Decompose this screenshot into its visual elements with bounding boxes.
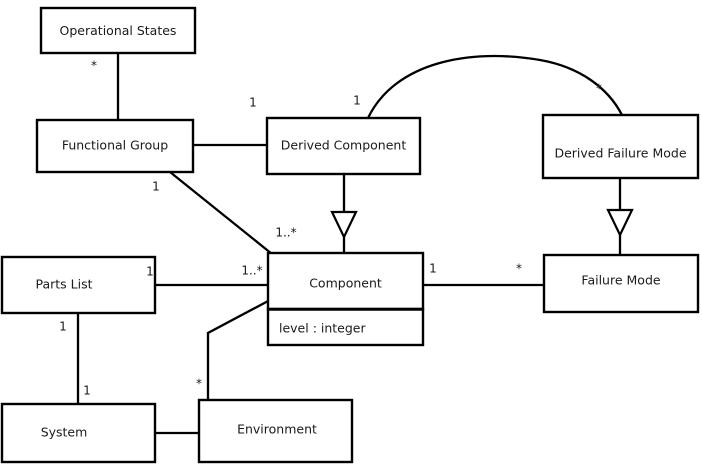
multiplicity-functional-group-one: 1 bbox=[152, 180, 160, 194]
class-rect-operational-states bbox=[39, 6, 197, 55]
generalization-arrow-derived-component bbox=[330, 210, 358, 240]
class-label-system: System bbox=[41, 425, 88, 440]
class-box-environment[interactable]: Environment bbox=[197, 398, 354, 464]
association-component-environment bbox=[206, 298, 271, 400]
class-rect-derived-failure-mode bbox=[541, 113, 700, 180]
class-label-environment: Environment bbox=[237, 422, 317, 437]
class-box-failure-mode[interactable]: Failure Mode bbox=[542, 253, 700, 314]
class-rect-failure-mode bbox=[542, 253, 700, 314]
class-label-derived-component: Derived Component bbox=[281, 138, 407, 153]
class-box-system[interactable]: System bbox=[0, 402, 157, 464]
multiplicity-derived-component-one: 1 bbox=[249, 96, 257, 110]
multiplicity-parts-list-system-bottom-one: 1 bbox=[83, 384, 91, 398]
class-box-functional-group[interactable]: Functional Group bbox=[35, 118, 195, 174]
multiplicity-parts-list-one: 1 bbox=[146, 265, 154, 279]
class-box-component[interactable]: Component level : integer bbox=[266, 251, 425, 347]
class-label-failure-mode: Failure Mode bbox=[581, 273, 660, 288]
association-functional-group-component bbox=[169, 171, 273, 255]
multiplicity-component-from-functional-group: 1..* bbox=[275, 226, 296, 240]
association-derived-component-derived-failure-mode bbox=[366, 54, 624, 119]
class-rect-derived-component bbox=[265, 116, 422, 176]
multiplicity-parts-list-system-top-one: 1 bbox=[59, 320, 67, 334]
class-rect-functional-group bbox=[35, 118, 195, 174]
class-box-operational-states[interactable]: Operational States bbox=[39, 6, 197, 55]
class-label-parts-list: Parts List bbox=[35, 277, 92, 292]
class-label-functional-group: Functional Group bbox=[62, 138, 168, 153]
multiplicity-component-from-parts-list: 1..* bbox=[241, 264, 262, 278]
class-box-derived-failure-mode[interactable]: Derived Failure Mode bbox=[541, 113, 700, 180]
multiplicity-operational-states-star: * bbox=[91, 59, 97, 73]
class-box-derived-component[interactable]: Derived Component bbox=[265, 116, 422, 176]
multiplicity-environment-star: * bbox=[196, 377, 202, 391]
class-label-derived-failure-mode: Derived Failure Mode bbox=[554, 146, 686, 161]
class-label-component: Component bbox=[309, 276, 382, 291]
class-rect-parts-list bbox=[0, 255, 157, 315]
multiplicity-curve-derived-failure-mode-star: * bbox=[596, 82, 602, 96]
multiplicity-failure-mode-star: * bbox=[516, 262, 522, 276]
class-label-operational-states: Operational States bbox=[60, 23, 177, 38]
multiplicity-component-one: 1 bbox=[429, 262, 437, 276]
generalization-arrow-derived-failure-mode bbox=[606, 208, 634, 238]
class-attribute-component-level: level : integer bbox=[279, 321, 366, 336]
class-rect-system bbox=[0, 402, 157, 464]
class-rect-environment bbox=[197, 398, 354, 464]
class-box-parts-list[interactable]: Parts List bbox=[0, 255, 157, 315]
class-rect-component-name bbox=[266, 251, 425, 311]
multiplicity-curve-derived-component-one: 1 bbox=[353, 94, 361, 108]
class-rect-component-attributes bbox=[266, 307, 425, 347]
